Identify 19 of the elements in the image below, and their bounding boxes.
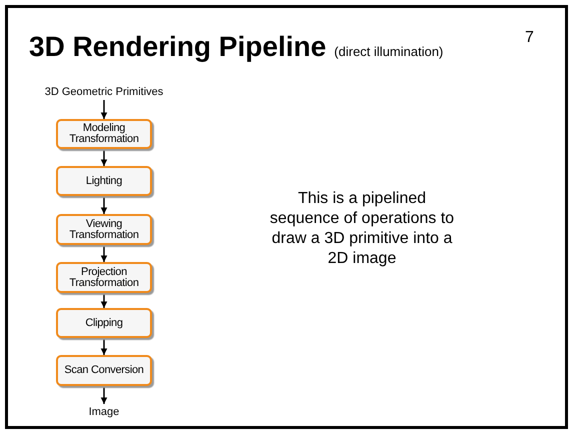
process-box: Clipping — [56, 308, 152, 338]
subtitle: (direct illumination) — [334, 45, 444, 58]
flow-label: Image — [74, 404, 134, 420]
arrow — [100, 245, 108, 262]
process-box: Viewing Transformation — [56, 214, 152, 245]
arrow — [100, 338, 108, 355]
flow-label: 3D Geometric Primitives — [34, 84, 174, 100]
page-number: 7 — [525, 28, 534, 48]
process-box: Modeling Transformation — [56, 119, 152, 149]
arrow — [100, 149, 108, 166]
arrow — [100, 100, 108, 119]
process-box: Scan Conversion — [56, 355, 152, 386]
arrow — [100, 293, 108, 308]
arrow — [100, 386, 108, 404]
title: 3D Rendering Pipeline — [29, 33, 326, 61]
arrow — [100, 196, 108, 214]
process-box: Projection Transformation — [56, 262, 152, 293]
description-text: This is a pipelined sequence of operations to draw a 3D primitive into a 2D image — [268, 189, 456, 269]
process-box: Lighting — [56, 166, 152, 196]
